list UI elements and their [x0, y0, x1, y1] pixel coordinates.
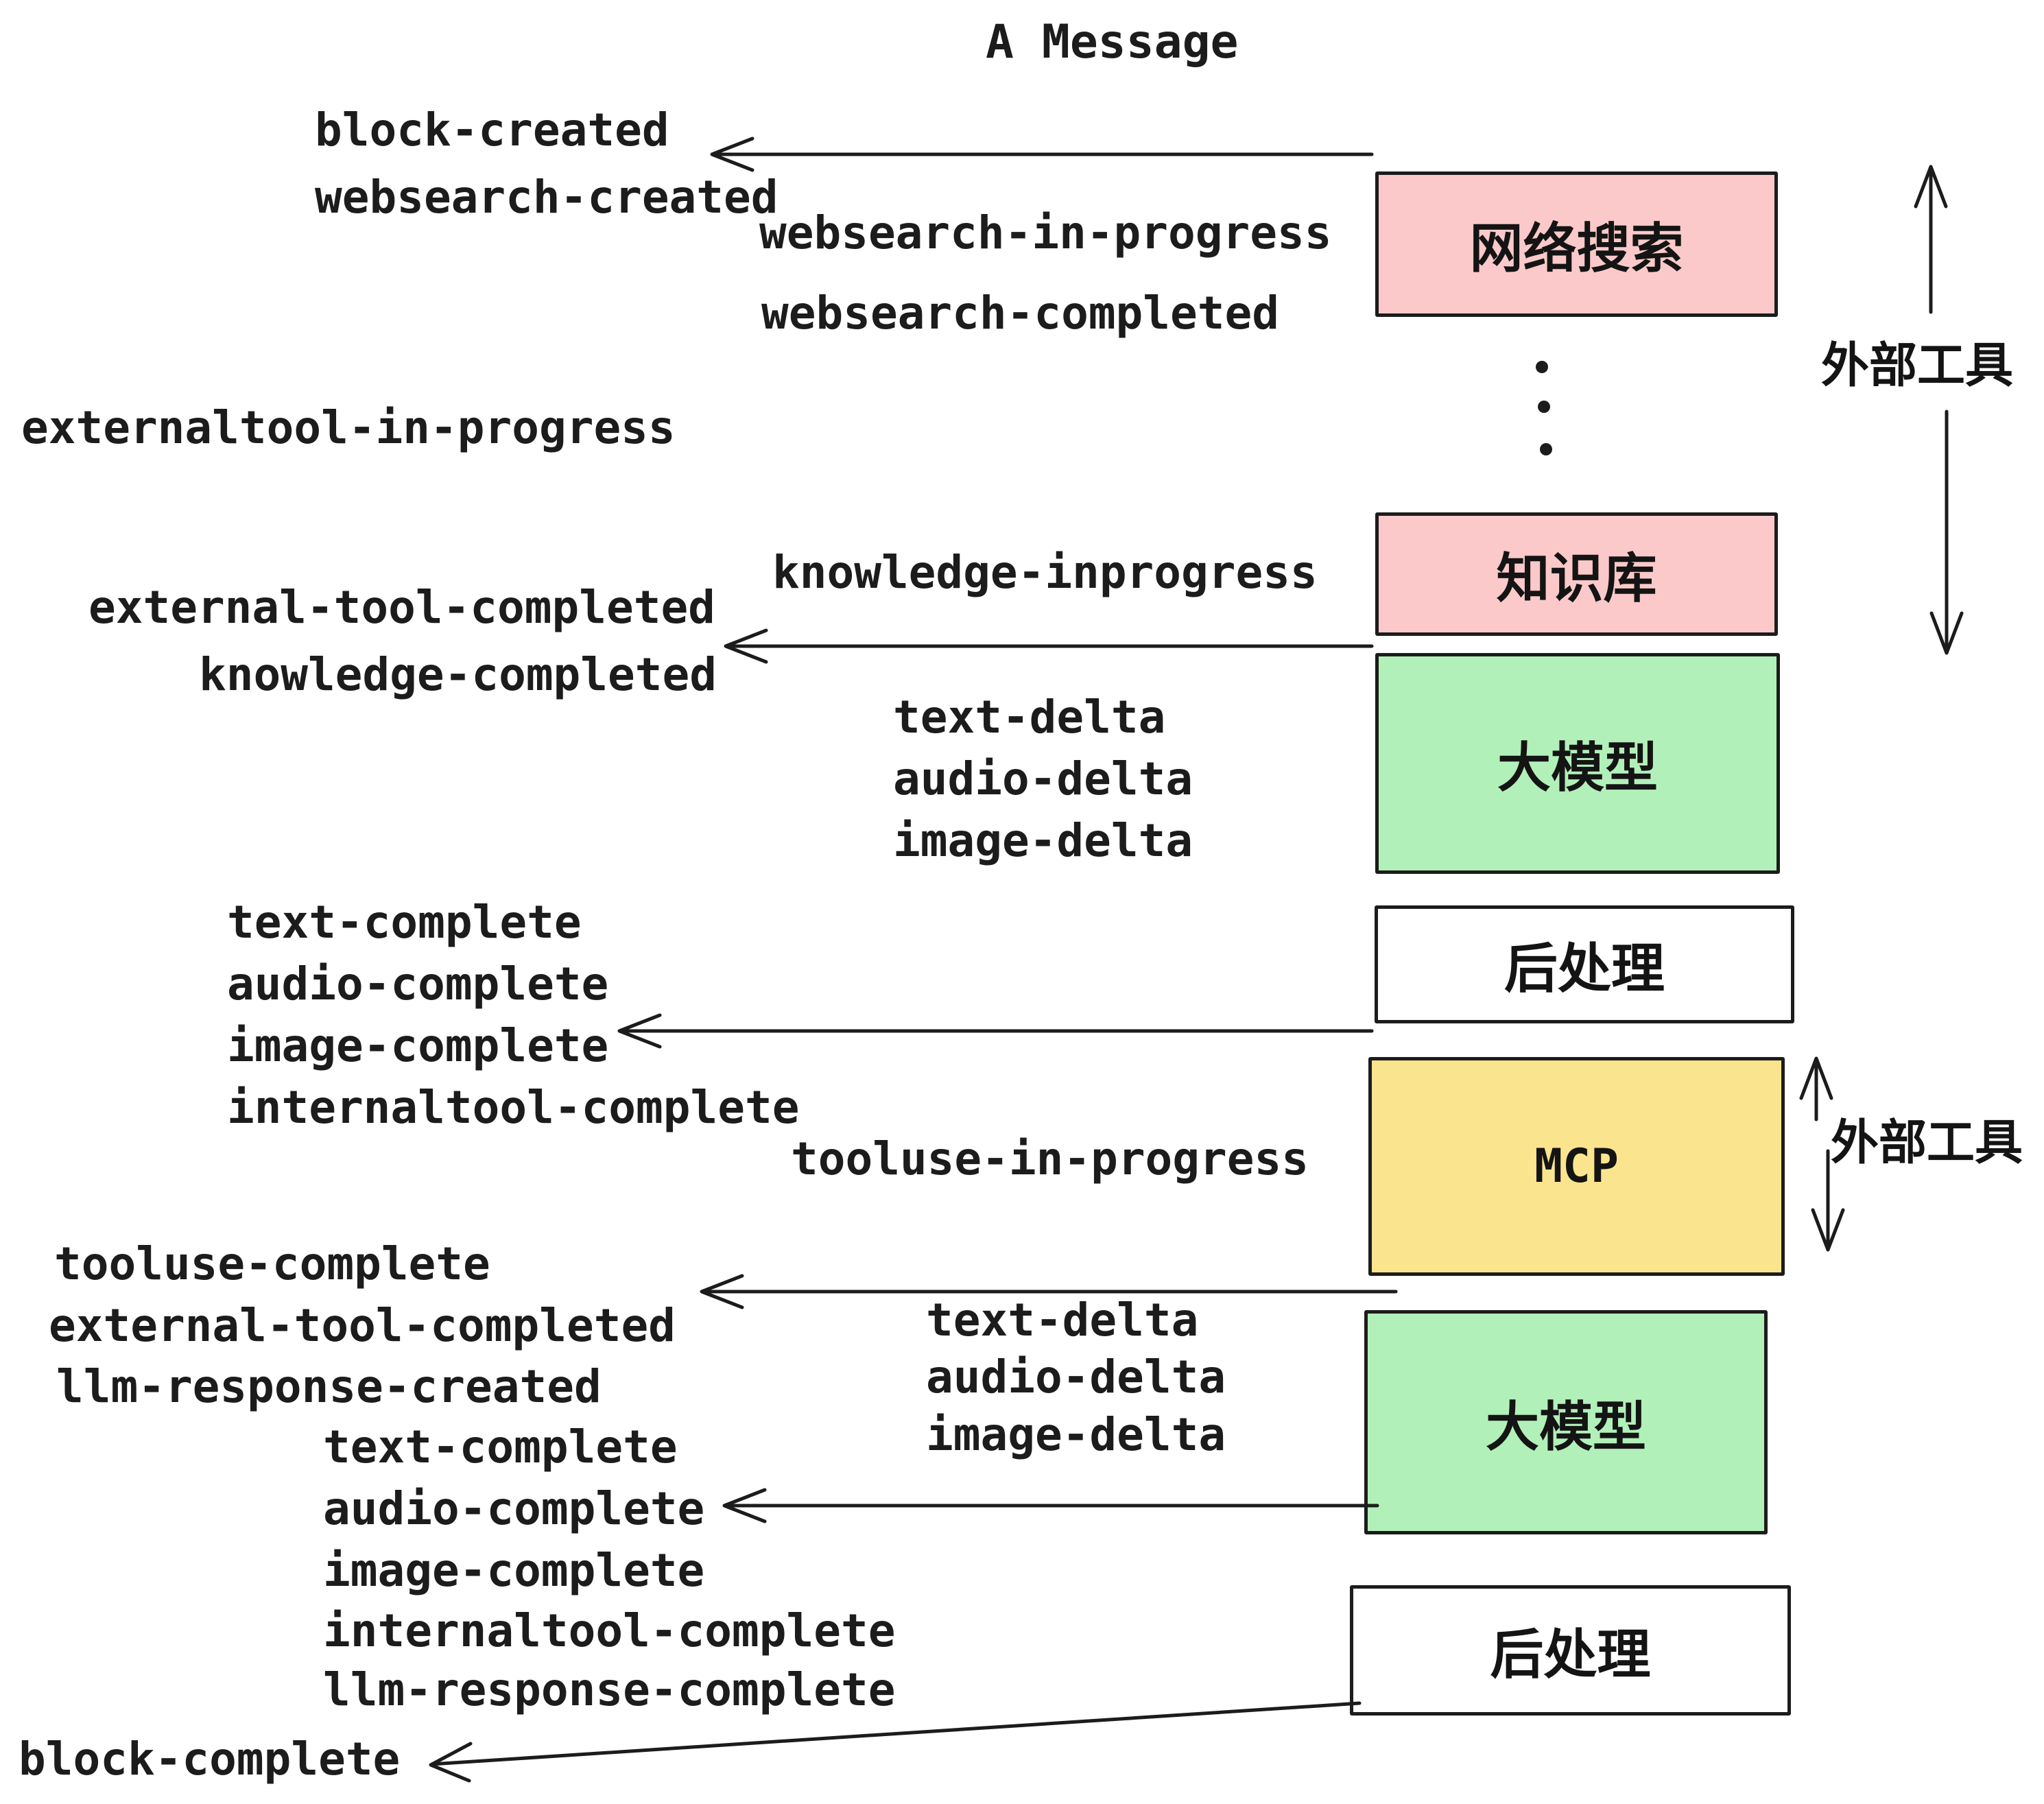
box-mcp-label: MCP — [1534, 1139, 1619, 1194]
event-image-delta-2: image-delta — [926, 1408, 1226, 1461]
side-label-external-tools-1: 外部工具 — [1821, 338, 2013, 392]
box-post-2: 后处理 — [1350, 1585, 1791, 1716]
event-audio-complete-2: audio-complete — [323, 1482, 705, 1535]
event-external-tool-completed-2: external-tool-completed — [49, 1299, 676, 1352]
event-llm-response-complete: llm-response-complete — [323, 1663, 896, 1716]
event-websearch-created: websearch-created — [315, 171, 779, 224]
event-block-complete: block-complete — [19, 1733, 401, 1785]
event-block-created: block-created — [315, 104, 669, 156]
box-mcp: MCP — [1368, 1057, 1785, 1276]
event-audio-delta-1: audio-delta — [893, 752, 1193, 805]
box-websearch-label: 网络搜索 — [1469, 218, 1684, 278]
box-knowledge: 知识库 — [1375, 512, 1778, 636]
box-post-2-label: 后处理 — [1490, 1624, 1651, 1685]
box-llm-1-label: 大模型 — [1497, 737, 1658, 798]
box-knowledge-label: 知识库 — [1496, 548, 1657, 608]
event-image-delta-1: image-delta — [893, 814, 1193, 867]
event-tooluse-in-progress: tooluse-in-progress — [791, 1132, 1309, 1185]
event-llm-response-created: llm-response-created — [56, 1360, 602, 1413]
event-knowledge-inprogress: knowledge-inprogress — [772, 546, 1318, 599]
event-image-complete-2: image-complete — [323, 1544, 705, 1597]
arrow-complete-group-2 — [722, 1488, 1379, 1523]
event-websearch-in-progress: websearch-in-progress — [759, 206, 1332, 259]
double-arrow-external-tools-1 — [1914, 165, 1964, 655]
event-audio-delta-2: audio-delta — [926, 1351, 1226, 1403]
box-post-1: 后处理 — [1375, 905, 1794, 1023]
event-image-complete-1: image-complete — [227, 1019, 609, 1072]
event-external-tool-completed: external-tool-completed — [88, 581, 715, 634]
diagram-title: A Message — [986, 15, 1239, 69]
event-knowledge-completed: knowledge-completed — [199, 648, 717, 701]
box-llm-1: 大模型 — [1375, 653, 1780, 874]
event-audio-complete-1: audio-complete — [227, 958, 609, 1010]
event-text-delta-1: text-delta — [893, 691, 1166, 744]
box-llm-2-label: 大模型 — [1485, 1396, 1646, 1457]
event-internaltool-complete-1: internaltool-complete — [227, 1081, 800, 1134]
event-text-complete-2: text-complete — [323, 1421, 678, 1473]
box-llm-2: 大模型 — [1364, 1310, 1768, 1534]
arrow-knowledge-completed — [724, 628, 1374, 664]
arrow-block-created — [710, 137, 1374, 172]
ellipsis-dots — [1536, 361, 1552, 455]
event-websearch-completed: websearch-completed — [761, 287, 1279, 340]
event-internaltool-complete-2: internaltool-complete — [323, 1604, 896, 1657]
event-text-delta-2: text-delta — [926, 1294, 1199, 1346]
event-text-complete-1: text-complete — [227, 896, 582, 949]
box-websearch: 网络搜索 — [1375, 171, 1778, 317]
side-label-external-tools-2: 外部工具 — [1831, 1115, 2023, 1170]
arrow-complete-group-1 — [617, 1013, 1374, 1049]
event-externaltool-in-progress: externaltool-in-progress — [21, 401, 676, 454]
box-post-1-label: 后处理 — [1504, 938, 1665, 999]
event-tooluse-complete: tooluse-complete — [54, 1237, 490, 1290]
